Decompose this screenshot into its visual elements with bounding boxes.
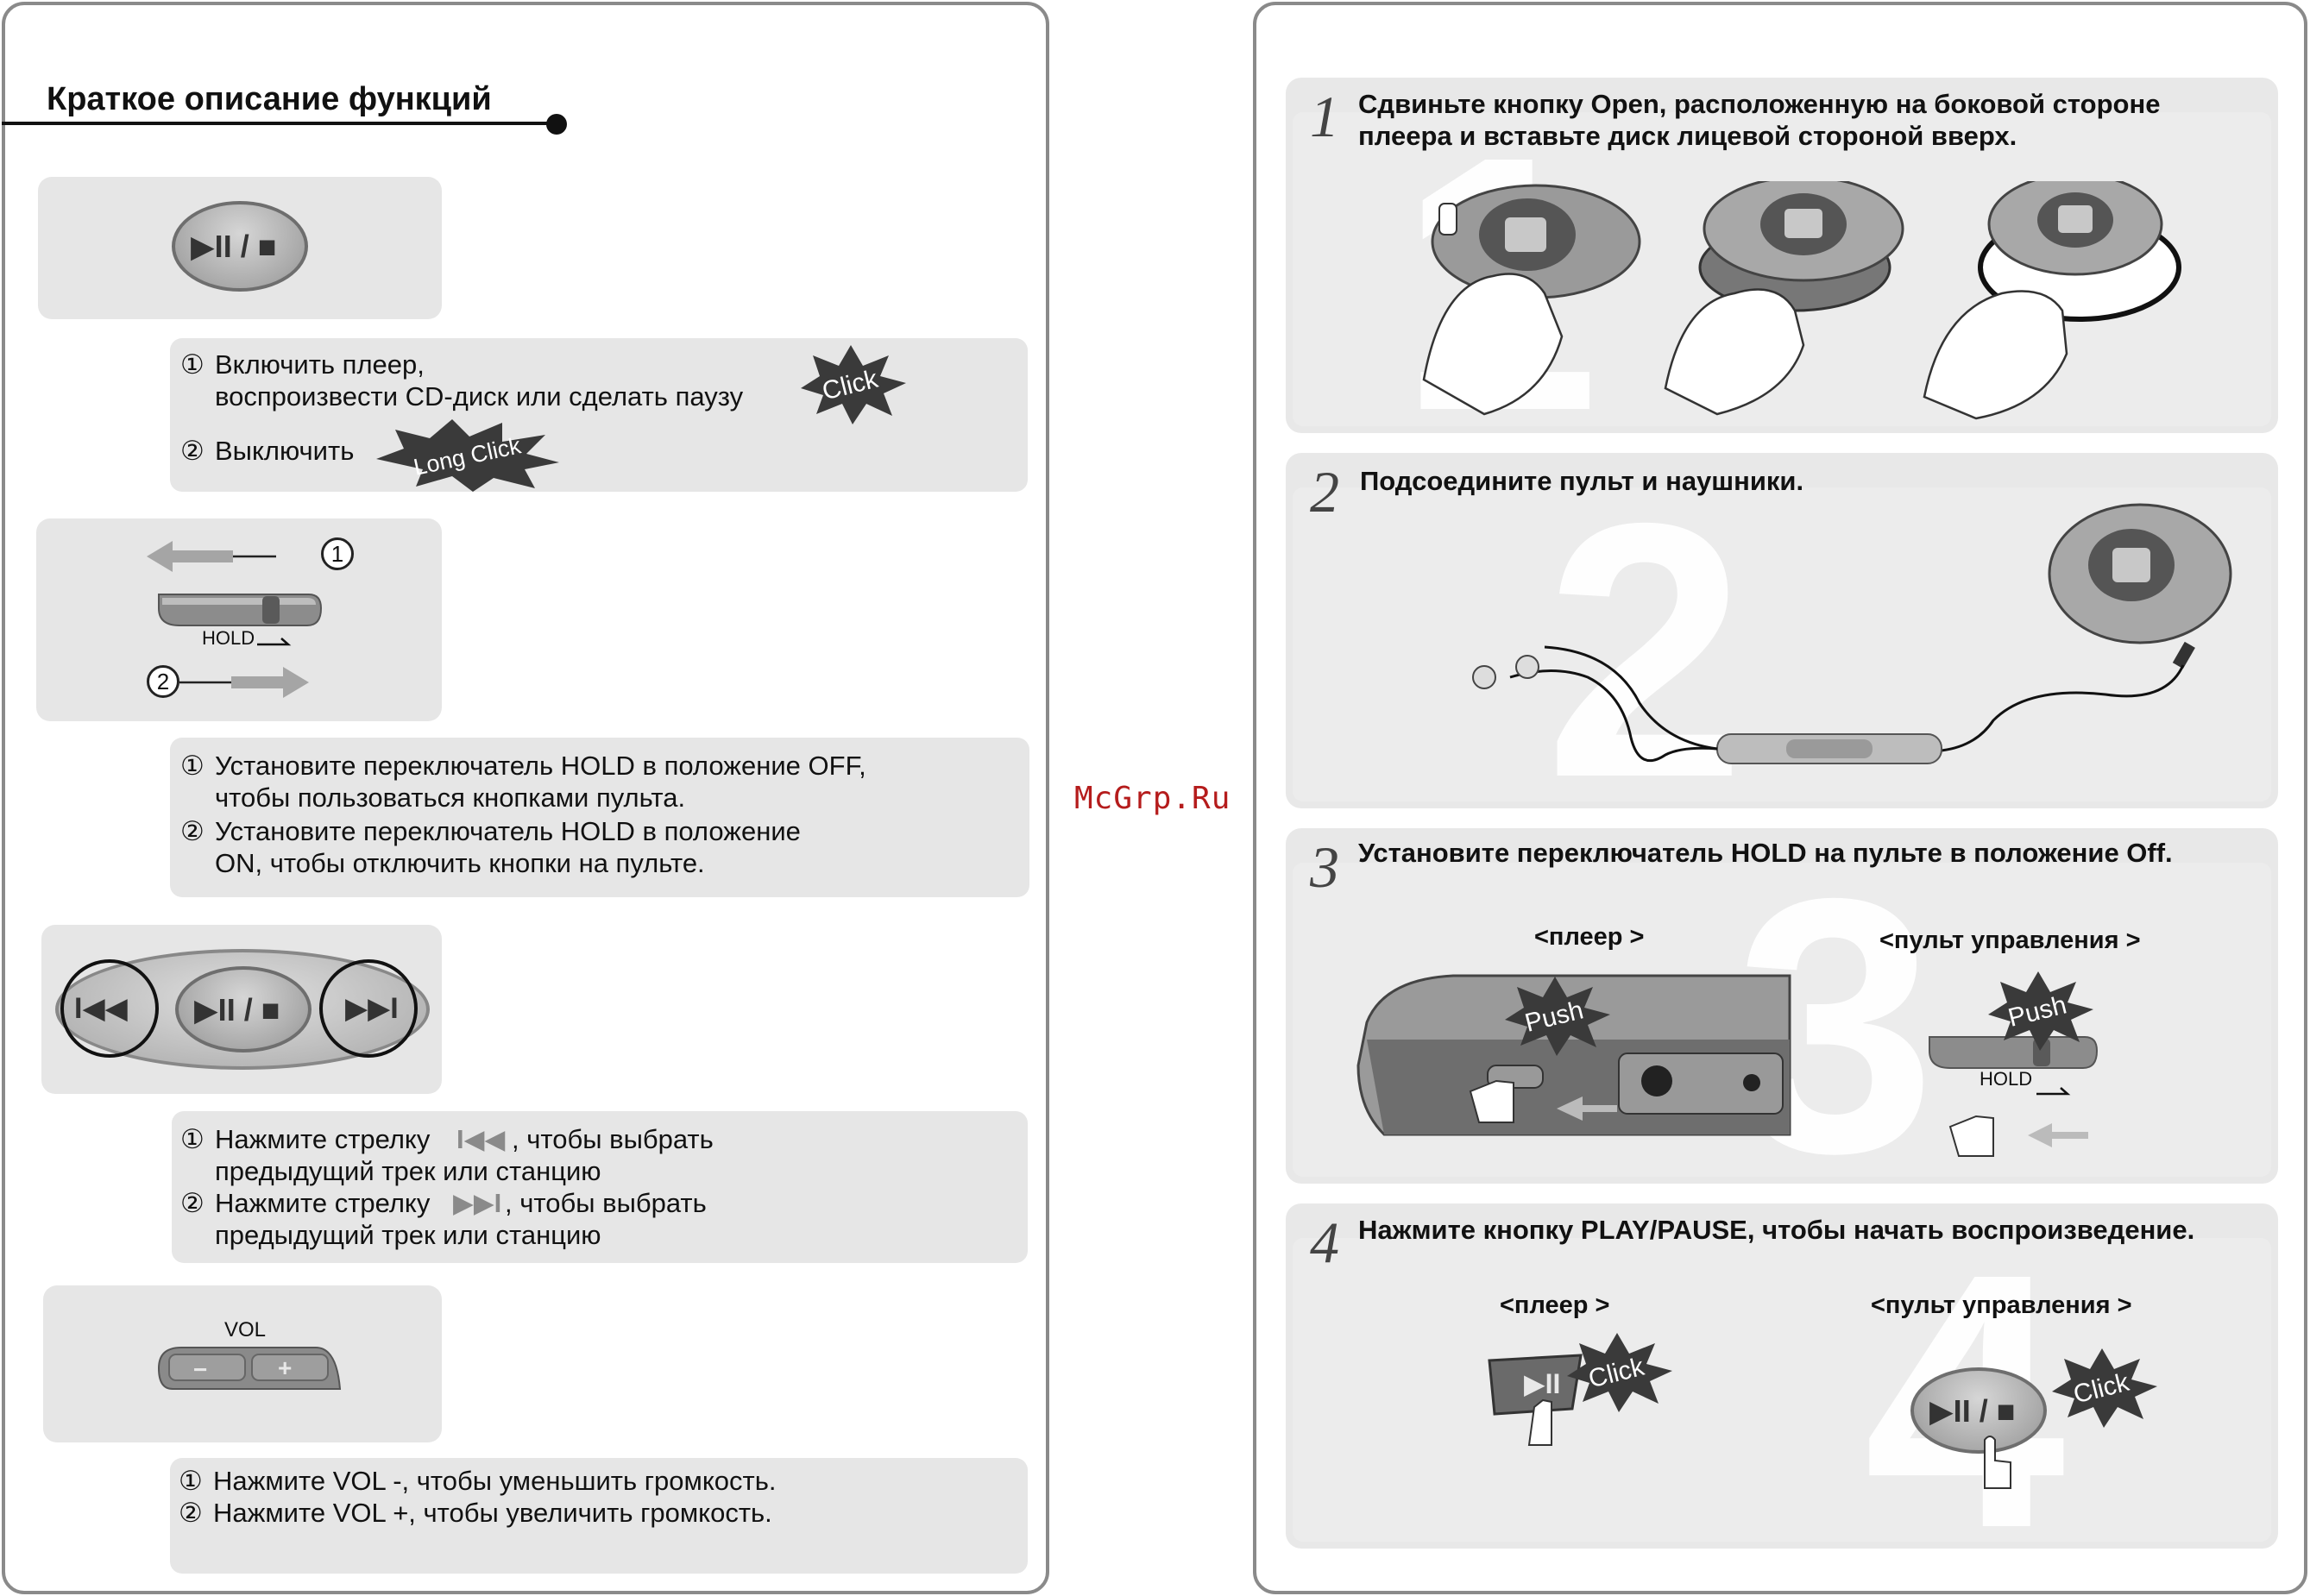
desc-line: , чтобы выбрать <box>505 1188 707 1218</box>
player-play-glyph: ▶II <box>1524 1368 1561 1399</box>
nav-description: ① Нажмите стрелку I◀◀ , чтобы выбрать пр… <box>172 1111 1028 1263</box>
step-2: 2 2 Подсоедините пульт и наушники. <box>1286 453 2278 808</box>
hold-label: HOLD <box>202 627 255 649</box>
arrow-right-icon <box>179 667 309 698</box>
desc-line: предыдущий трек или станцию <box>215 1156 601 1186</box>
player-label: <плеер > <box>1500 1291 1610 1319</box>
hold-description: ① Установите переключатель HOLD в положе… <box>170 738 1029 897</box>
remote-play-stop-button-icon: ▶II / ■ <box>1910 1367 2047 1454</box>
remote-headphones-illustration <box>1472 503 2232 764</box>
desc-line: воспроизвести CD-диск или сделать паузу <box>215 381 744 412</box>
step-1: 1 1 Сдвиньте кнопку Open, расположенную … <box>1286 78 2278 433</box>
step-4-number: 4 <box>1310 1210 1339 1275</box>
step-4-text: Нажмите кнопку PLAY/PAUSE, чтобы начать … <box>1358 1215 2195 1245</box>
play-stop-button-icon: ▶II / ■ <box>172 201 308 292</box>
remote-play-glyph: ▶II / ■ <box>1929 1393 2016 1429</box>
item-number: ① <box>180 349 205 380</box>
item-number: ① <box>179 1466 203 1496</box>
nav-buttons-illustration: ▶II / ■ I◀◀ ▶▶I <box>41 925 442 1094</box>
step-4: 4 4 Нажмите кнопку PLAY/PAUSE, чтобы нач… <box>1286 1203 2278 1549</box>
click-burst-icon: Click <box>801 345 906 424</box>
desc-line: ON, чтобы отключить кнопки на пульте. <box>215 848 705 878</box>
item-number: ② <box>180 816 205 846</box>
prev-highlight-circle <box>60 959 159 1058</box>
hold-switch-icon <box>158 594 323 626</box>
remote-hold-illustration <box>1929 1036 2099 1157</box>
hold-mark-icon <box>257 638 292 646</box>
play-stop-glyph: ▶II / ■ <box>191 229 277 264</box>
step-3: 3 3 Установите переключатель HOLD на пул… <box>1286 828 2278 1184</box>
long-click-burst-icon: Long Click <box>376 419 559 492</box>
player-side-illustration <box>1356 974 1791 1136</box>
vol-label: VOL <box>224 1318 267 1342</box>
push-burst-icon: Push <box>1505 977 1610 1056</box>
title-dot-icon <box>546 114 567 135</box>
insert-disc-illustration <box>1422 181 2181 420</box>
hold-switch-illustration: 1 HOLD 2 <box>36 518 442 721</box>
prev-track-icon: I◀◀ <box>74 992 128 1025</box>
push-burst-icon: Push <box>1988 971 2093 1051</box>
desc-line: Установите переключатель HOLD в положени… <box>215 751 866 781</box>
step-2-number: 2 <box>1310 459 1339 525</box>
watermark: McGrp.Ru <box>1074 781 1231 816</box>
play-stop-button-icon: ▶II / ■ <box>175 966 312 1052</box>
desc-line: Включить плеер, <box>215 349 425 380</box>
desc-line: Выключить <box>215 436 355 466</box>
item-number: ① <box>180 751 205 781</box>
volume-buttons-illustration: VOL − + <box>43 1285 442 1442</box>
desc-line: , чтобы выбрать <box>512 1124 714 1154</box>
next-highlight-circle <box>319 959 418 1058</box>
vol-minus-icon: − <box>193 1356 208 1383</box>
desc-line: чтобы пользоваться кнопками пульта. <box>215 782 686 813</box>
play-button-illustration: ▶II / ■ <box>38 177 442 319</box>
step-1-text: Сдвиньте кнопку Open, расположенную на б… <box>1358 89 2161 151</box>
pointing-hand-icon <box>1984 1436 2011 1489</box>
step-1-number: 1 <box>1310 84 1339 149</box>
desc-line: Нажмите VOL -, чтобы уменьшить громкость… <box>213 1466 777 1496</box>
desc-line: предыдущий трек или станцию <box>215 1220 601 1250</box>
callout-number: 2 <box>147 665 179 698</box>
item-number: ② <box>180 1188 205 1218</box>
page-title: Краткое описание функций <box>47 81 492 117</box>
item-number: ② <box>180 436 205 466</box>
remote-label: <пульт управления > <box>1871 1291 2132 1319</box>
play-stop-glyph: ▶II / ■ <box>194 992 280 1027</box>
desc-line: Установите переключатель HOLD в положени… <box>215 816 801 846</box>
vol-rocker-icon <box>157 1347 342 1390</box>
click-burst-icon: Click <box>1567 1333 1672 1412</box>
next-track-icon: ▶▶I <box>345 992 399 1025</box>
title-underline <box>2 122 558 125</box>
player-play-button-icon <box>1488 1354 1583 1446</box>
step-3-number: 3 <box>1310 834 1339 900</box>
desc-line: Нажмите VOL +, чтобы увеличить громкость… <box>213 1498 772 1528</box>
item-number: ② <box>179 1498 203 1528</box>
volume-description: ① Нажмите VOL -, чтобы уменьшить громкос… <box>170 1458 1028 1574</box>
hold-label: HOLD <box>1980 1068 2033 1090</box>
callout-number: 1 <box>321 537 354 570</box>
arrow-left-icon <box>147 541 276 572</box>
desc-line: Нажмите стрелку <box>215 1188 431 1218</box>
next-track-inline-icon: ▶▶I <box>453 1188 502 1218</box>
step-2-watermark-number: 2 <box>1545 453 1747 809</box>
step-2-text: Подсоедините пульт и наушники. <box>1360 466 1804 496</box>
step-3-text: Установите переключатель HOLD на пульте … <box>1358 838 2173 868</box>
player-label: <плеер > <box>1534 923 1645 951</box>
click-burst-icon: Click <box>2052 1348 2157 1428</box>
vol-plus-icon: + <box>278 1354 293 1381</box>
remote-label: <пульт управления > <box>1879 927 2141 954</box>
item-number: ① <box>180 1124 205 1154</box>
prev-track-inline-icon: I◀◀ <box>456 1124 506 1154</box>
desc-line: Нажмите стрелку <box>215 1124 431 1154</box>
